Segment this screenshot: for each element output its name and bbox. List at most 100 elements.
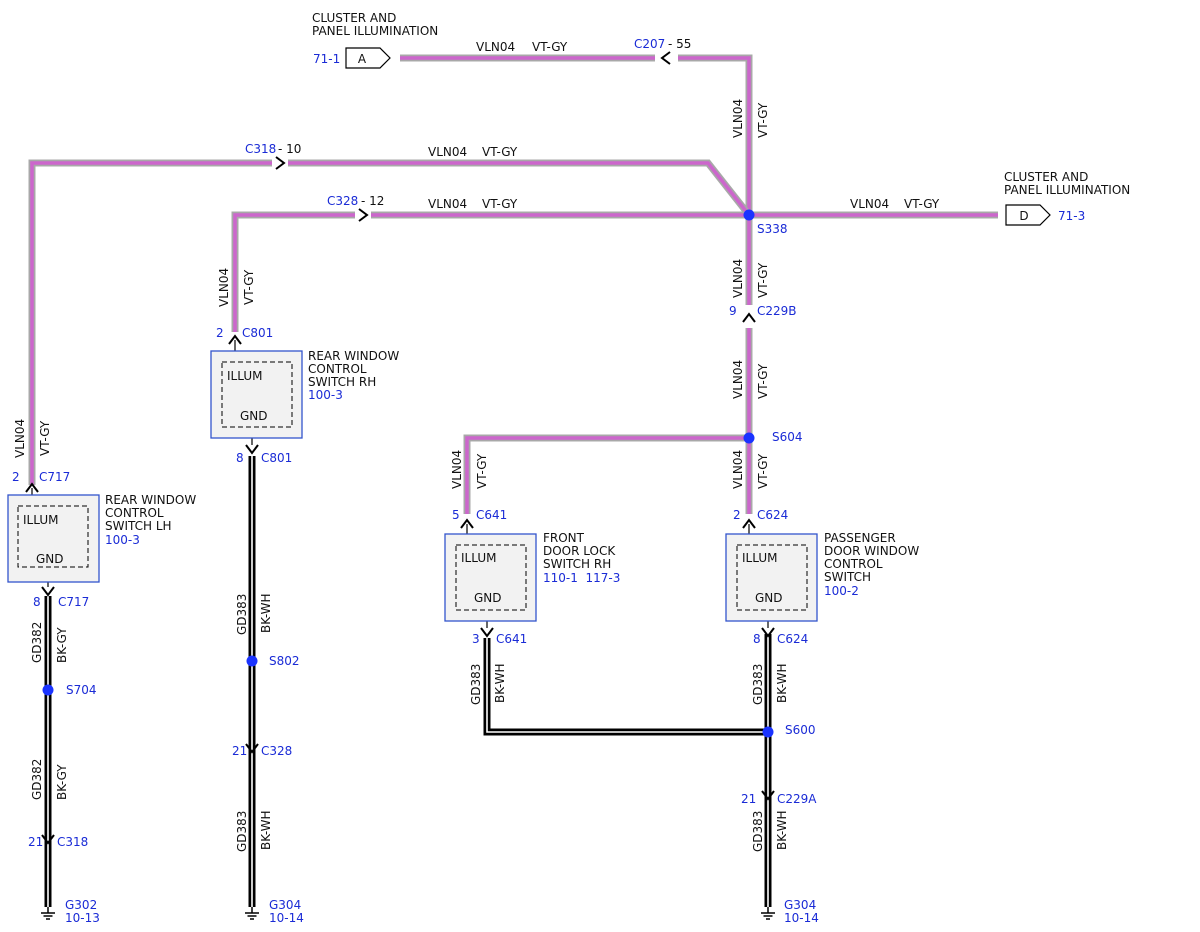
connector-c624-top-name[interactable]: C624	[757, 508, 788, 522]
wire-label-color: BK-WH	[493, 663, 507, 703]
ground-icon	[760, 906, 776, 920]
wire-label-color: BK-WH	[775, 663, 789, 703]
front-lock-ref[interactable]: 110-1 117-3	[543, 571, 620, 585]
offpage-connector-a[interactable]: A 71-1 CLUSTER AND PANEL ILLUMINATION	[312, 11, 438, 69]
splice-s802-label[interactable]: S802	[269, 654, 300, 668]
connector-c801-top-pin: 2	[216, 326, 224, 340]
connector-c801-top-name[interactable]: C801	[242, 326, 273, 340]
wire-label-circuit: VLN04	[428, 145, 467, 159]
wire-label-color: VT-GY	[756, 262, 770, 298]
connector-c318-pin: - 10	[278, 142, 301, 156]
wire-label-circuit: GD382	[30, 759, 44, 800]
connector-c328-bottom-pin: 21	[232, 744, 247, 758]
pass-window-ref[interactable]: 100-2	[824, 584, 859, 598]
horizontal-wire-labels: VLN04 VT-GY VLN04 VT-GY VLN04 VT-GY VLN0…	[428, 40, 940, 211]
rear-lh-name-1: REAR WINDOW	[105, 493, 196, 507]
wire-label-circuit: VLN04	[731, 450, 745, 489]
ground-g304-name[interactable]: G304	[269, 898, 301, 912]
ground-g304-right-name[interactable]: G304	[784, 898, 816, 912]
rear-rh-gnd-label: GND	[240, 409, 268, 423]
pass-window-name-1: PASSENGER	[824, 531, 896, 545]
connector-c318-name[interactable]: C318	[245, 142, 276, 156]
wire-label-color: VT-GY	[756, 453, 770, 489]
rear-lh-illum-label: ILLUM	[23, 513, 58, 527]
connector-c229a-name[interactable]: C229A	[777, 792, 817, 806]
wire-label-circuit: VLN04	[428, 197, 467, 211]
splice-dots	[42, 209, 774, 738]
wire-label-color: VT-GY	[532, 40, 568, 54]
front-lock-name-1: FRONT	[543, 531, 585, 545]
connector-c229b-pin: 9	[729, 304, 737, 318]
pass-window-name-4: SWITCH	[824, 570, 871, 584]
connector-c717-top-name[interactable]: C717	[39, 470, 70, 484]
splice-s704-dot[interactable]	[42, 684, 54, 696]
splice-s600-dot[interactable]	[762, 726, 774, 738]
splice-s600-label[interactable]: S600	[785, 723, 816, 737]
ground-g302-name[interactable]: G302	[65, 898, 97, 912]
wire-label-circuit: GD383	[235, 594, 249, 635]
front-lock-illum-label: ILLUM	[461, 551, 496, 565]
wire-label-color: BK-WH	[775, 810, 789, 850]
pass-window-name-3: CONTROL	[824, 557, 883, 571]
connector-c641-top-name[interactable]: C641	[476, 508, 507, 522]
ground-g304-right-ref[interactable]: 10-14	[784, 911, 819, 925]
connector-c328-bottom-name[interactable]: C328	[261, 744, 292, 758]
inline-connectors	[25, 51, 775, 844]
splice-s604-dot[interactable]	[743, 432, 755, 444]
rear-lh-ref[interactable]: 100-3	[105, 533, 140, 547]
connector-c624-bottom-pin: 8	[753, 632, 761, 646]
wire-vln04-s604-c641	[463, 434, 749, 514]
connector-c229a-pin: 21	[741, 792, 756, 806]
component-front-door-lock-switch-rh[interactable]: ILLUM GND FRONT DOOR LOCK SWITCH RH 110-…	[444, 531, 620, 622]
rear-rh-ref[interactable]: 100-3	[308, 388, 343, 402]
pass-window-name-2: DOOR WINDOW	[824, 544, 919, 558]
connector-c624-top-pin: 2	[733, 508, 741, 522]
splice-s338-dot[interactable]	[743, 209, 755, 221]
connector-c328-pin: - 12	[361, 194, 384, 208]
ground-labels: G302 10-13 G304 10-14 G304 10-14	[65, 898, 819, 925]
splice-s338-label[interactable]: S338	[757, 222, 788, 236]
illum-wires	[28, 54, 998, 514]
ground-g304-ref[interactable]: 10-14	[269, 911, 304, 925]
rear-rh-name-3: SWITCH RH	[308, 375, 376, 389]
component-rear-window-switch-rh[interactable]: ILLUM GND REAR WINDOW CONTROL SWITCH RH …	[210, 349, 399, 439]
wire-label-circuit: GD383	[751, 664, 765, 705]
wire-label-color: BK-GY	[55, 764, 69, 800]
component-rear-window-switch-lh[interactable]: ILLUM GND REAR WINDOW CONTROL SWITCH LH …	[7, 493, 196, 583]
connector-c801-bottom-name[interactable]: C801	[261, 451, 292, 465]
wire-label-circuit: VLN04	[731, 259, 745, 298]
pass-window-illum-label: ILLUM	[742, 551, 777, 565]
connector-c641-top-pin: 5	[452, 508, 460, 522]
offpage-connector-d[interactable]: D 71-3 CLUSTER AND PANEL ILLUMINATION	[1004, 170, 1130, 226]
connector-c717-bottom-pin: 8	[33, 595, 41, 609]
connector-c318-bottom-pin: 21	[28, 835, 43, 849]
rear-lh-gnd-label: GND	[36, 552, 64, 566]
connector-c229b-name[interactable]: C229B	[757, 304, 797, 318]
vertical-wire-labels: VLN04 VT-GY VLN04 VT-GY VLN04 VT-GY VLN0…	[13, 99, 789, 852]
component-passenger-door-window-switch[interactable]: ILLUM GND PASSENGER DOOR WINDOW CONTROL …	[725, 531, 919, 622]
wire-label-circuit: GD383	[751, 811, 765, 852]
rear-rh-name-1: REAR WINDOW	[308, 349, 399, 363]
splice-s704-label[interactable]: S704	[66, 683, 97, 697]
connector-c207-name[interactable]: C207	[634, 37, 665, 51]
connector-c318-bottom-name[interactable]: C318	[57, 835, 88, 849]
connector-a-ref[interactable]: 71-1	[313, 52, 340, 66]
front-lock-name-2: DOOR LOCK	[543, 544, 616, 558]
connector-c641-bottom-name[interactable]: C641	[496, 632, 527, 646]
ground-icon	[40, 906, 56, 920]
ground-g302-ref[interactable]: 10-13	[65, 911, 100, 925]
connector-c624-bottom-name[interactable]: C624	[777, 632, 808, 646]
wire-label-color: VT-GY	[756, 363, 770, 399]
wire-label-color: BK-WH	[259, 810, 273, 850]
splice-s802-dot[interactable]	[246, 655, 258, 667]
connector-c801-bottom-pin: 8	[236, 451, 244, 465]
wire-label-circuit: VLN04	[450, 450, 464, 489]
connector-c717-bottom-name[interactable]: C717	[58, 595, 89, 609]
connector-d-ref[interactable]: 71-3	[1058, 209, 1085, 223]
ground-symbols	[40, 906, 776, 920]
connector-labels: C207 - 55 C318 - 10 C328 - 12 2 C801 8 C…	[12, 37, 817, 849]
splice-s604-label[interactable]: S604	[772, 430, 803, 444]
wire-label-circuit: GD383	[469, 664, 483, 705]
wire-label-color: VT-GY	[482, 197, 518, 211]
connector-c328-name[interactable]: C328	[327, 194, 358, 208]
